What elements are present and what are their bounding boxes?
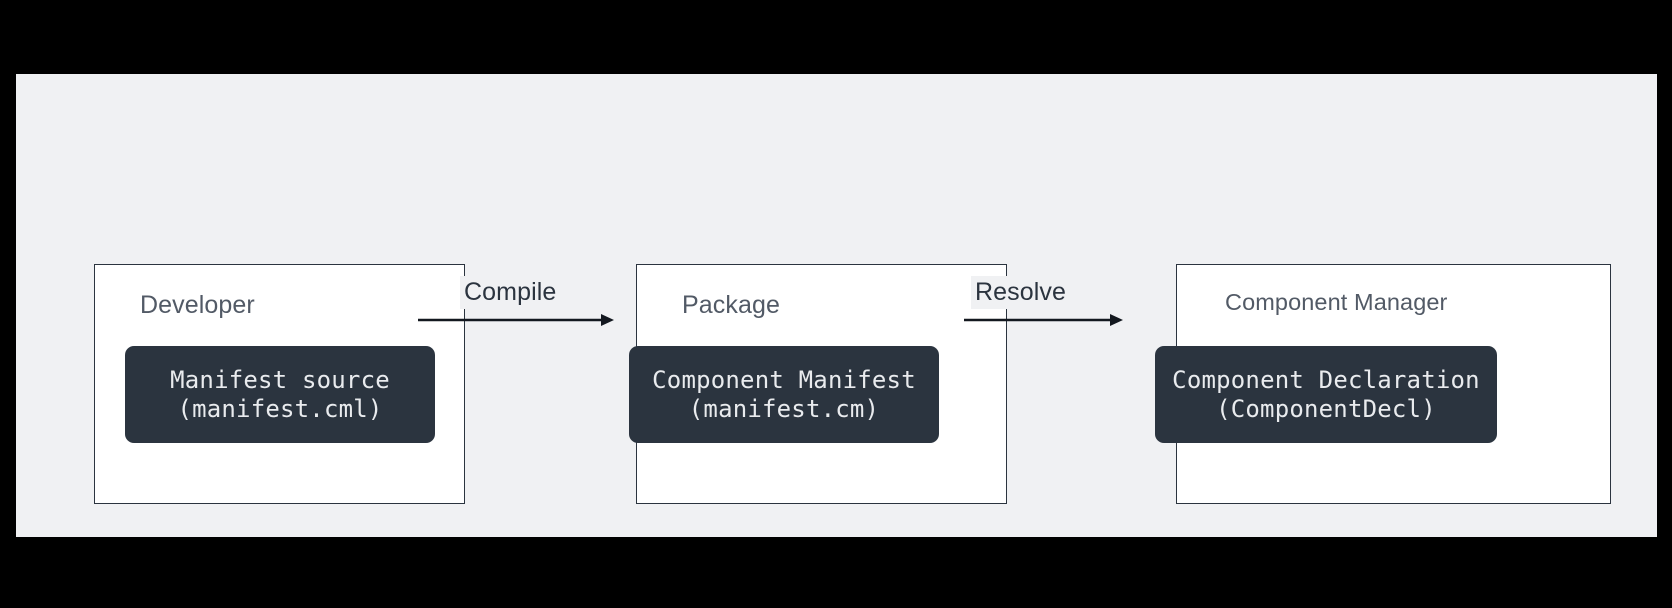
artifact-component-manifest-text: Component Manifest(manifest.cm) bbox=[652, 366, 916, 422]
lane-title-component-manager: Component Manager bbox=[1225, 289, 1448, 315]
artifact-component-manifest[interactable]: Component Manifest(manifest.cm) bbox=[629, 346, 939, 443]
lane-component-manager: Component Manager Component Declaration(… bbox=[1155, 264, 1611, 504]
lane-title-developer: Developer bbox=[140, 291, 255, 319]
artifact-component-declaration-line1: Component Declaration bbox=[1172, 366, 1480, 395]
lane-package: Package Component Manifest(manifest.cm) bbox=[629, 264, 1007, 504]
edge-label-compile: Compile bbox=[460, 276, 561, 309]
arrowhead-right-icon bbox=[1110, 314, 1123, 326]
edge-label-resolve: Resolve bbox=[971, 276, 1071, 309]
lane-title-package: Package bbox=[682, 291, 780, 319]
arrowhead-right-icon bbox=[601, 314, 614, 326]
artifact-component-declaration-line2: (ComponentDecl) bbox=[1216, 394, 1436, 423]
artifact-manifest-source-line2: (manifest.cml) bbox=[177, 394, 383, 423]
arrow-resolve bbox=[964, 313, 1123, 327]
arrow-compile-line bbox=[418, 314, 614, 326]
artifact-manifest-source-text: Manifest source(manifest.cml) bbox=[170, 366, 390, 422]
lane-developer: Developer Manifest source(manifest.cml) bbox=[94, 264, 465, 504]
artifact-manifest-source-line1: Manifest source bbox=[170, 366, 390, 395]
arrow-resolve-line bbox=[964, 314, 1123, 326]
artifact-component-declaration[interactable]: Component Declaration(ComponentDecl) bbox=[1155, 346, 1497, 443]
artifact-component-declaration-text: Component Declaration(ComponentDecl) bbox=[1172, 366, 1480, 422]
artifact-component-manifest-line1: Component Manifest bbox=[652, 366, 916, 395]
arrow-compile bbox=[418, 313, 614, 327]
artifact-component-manifest-line2: (manifest.cm) bbox=[688, 394, 880, 423]
artifact-manifest-source[interactable]: Manifest source(manifest.cml) bbox=[125, 346, 435, 443]
diagram-panel: Developer Manifest source(manifest.cml) … bbox=[16, 74, 1657, 537]
